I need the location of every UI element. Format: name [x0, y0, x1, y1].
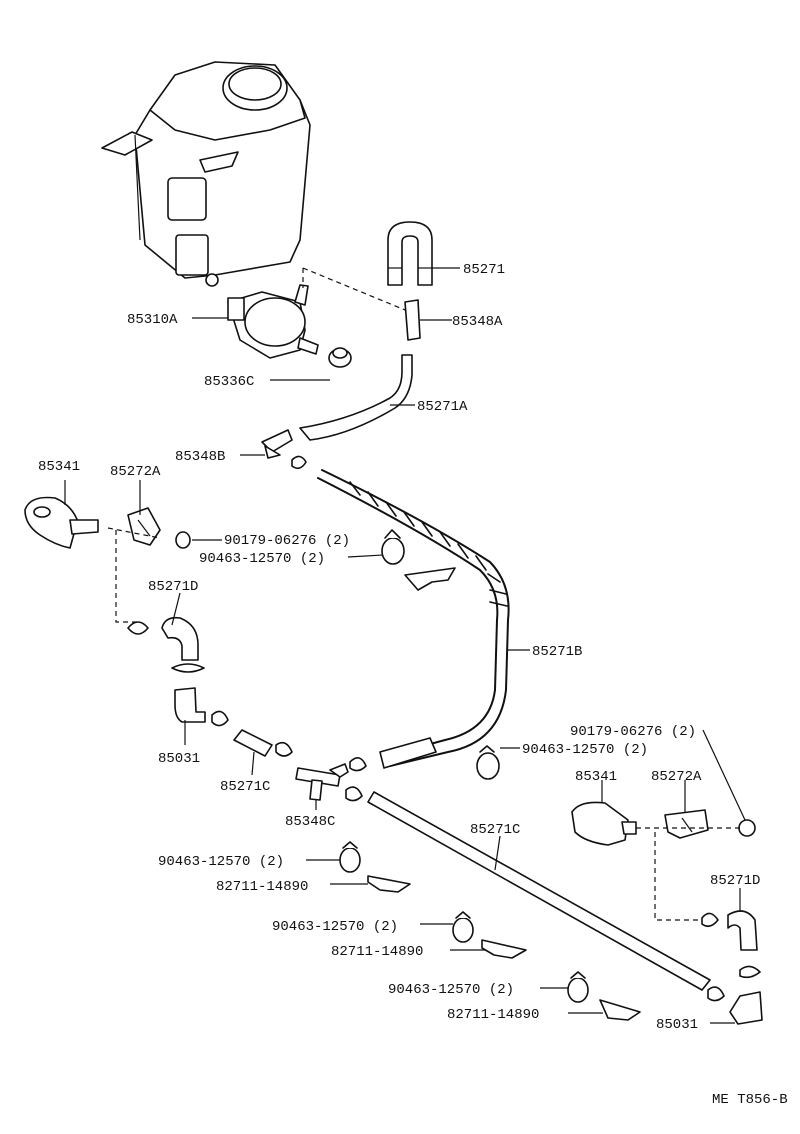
label-85348b: 85348B [175, 449, 225, 465]
label-85271: 85271 [463, 262, 505, 278]
clamp-elbow-right [707, 986, 725, 1002]
label-82711-b: 82711-14890 [331, 944, 423, 960]
leader-lines [64, 267, 746, 1024]
clamp-tee-a [349, 757, 367, 772]
clamp-85031-top [171, 663, 205, 673]
grommet-left [175, 531, 191, 549]
clip-a [367, 875, 411, 893]
label-90463-a: 90463-12570 (2) [158, 854, 284, 870]
clamp-85271d-right [701, 912, 719, 928]
clamp-tee-b [345, 786, 363, 802]
clamp-b [452, 911, 474, 943]
label-85031-left: 85031 [158, 751, 200, 767]
label-85031-right: 85031 [656, 1017, 698, 1033]
clamp-85348b [291, 455, 307, 470]
bracket-right [664, 809, 709, 839]
clamp-85271d-left [127, 621, 149, 635]
label-85271a: 85271A [417, 399, 468, 415]
tee-85348c [295, 763, 349, 801]
label-85310a: 85310A [127, 312, 178, 328]
clamp-85031-right-top [739, 965, 761, 979]
grommet-right [738, 819, 756, 837]
label-85336c: 85336C [204, 374, 254, 390]
label-85348a: 85348A [452, 314, 503, 330]
label-85271d-right: 85271D [710, 873, 760, 889]
clamp-upper [381, 529, 405, 565]
label-90463-mid: 90463-12570 (2) [522, 742, 648, 758]
connector-85348b [261, 429, 293, 459]
label-85341-right: 85341 [575, 769, 617, 785]
hose-85271b [317, 469, 510, 769]
label-85271c-left: 85271C [220, 779, 270, 795]
connector-85348a [404, 299, 421, 341]
hose-85271d-left [161, 616, 199, 661]
washer-pump [227, 284, 319, 359]
label-90179-left: 90179-06276 (2) [224, 533, 350, 549]
clamp-85271c-short [275, 741, 293, 757]
clamp-elbow-left [211, 710, 229, 727]
bracket-left [127, 507, 161, 546]
label-85272a-left: 85272A [110, 464, 161, 480]
nozzle-left [24, 496, 99, 549]
assembly-line-left-nozzle [107, 527, 161, 623]
elbow-85031-left [174, 687, 206, 723]
diagram-code: ME T856-B [712, 1092, 788, 1108]
assembly-line-right-nozzle [636, 827, 740, 921]
label-85271b: 85271B [532, 644, 582, 660]
hose-85271c-short [233, 729, 273, 757]
hose-85271 [387, 221, 433, 286]
washer-tank [101, 61, 311, 287]
label-82711-a: 82711-14890 [216, 879, 308, 895]
clamp-a [339, 841, 361, 873]
hose-85271c-long [367, 791, 711, 991]
clamp-c [567, 971, 589, 1003]
label-85341-left: 85341 [38, 459, 80, 475]
label-85348c: 85348C [285, 814, 335, 830]
label-85272a-right: 85272A [651, 769, 702, 785]
clip-c [599, 999, 641, 1021]
clip-upper [404, 567, 456, 591]
nozzle-right [571, 801, 637, 846]
label-85271c-right: 85271C [470, 822, 520, 838]
elbow-85031-right [729, 991, 763, 1025]
label-90179-right: 90179-06276 (2) [570, 724, 696, 740]
label-90463-c: 90463-12570 (2) [388, 982, 514, 998]
label-85271d-left: 85271D [148, 579, 198, 595]
hose-85271a [299, 354, 413, 441]
label-90463-b: 90463-12570 (2) [272, 919, 398, 935]
label-82711-c: 82711-14890 [447, 1007, 539, 1023]
hose-85271d-right [727, 910, 758, 951]
clip-b [481, 939, 527, 959]
clamp-mid [476, 745, 500, 780]
pump-grommet [328, 347, 352, 368]
assembly-line-pump [302, 267, 411, 313]
label-90463-upper: 90463-12570 (2) [199, 551, 325, 567]
